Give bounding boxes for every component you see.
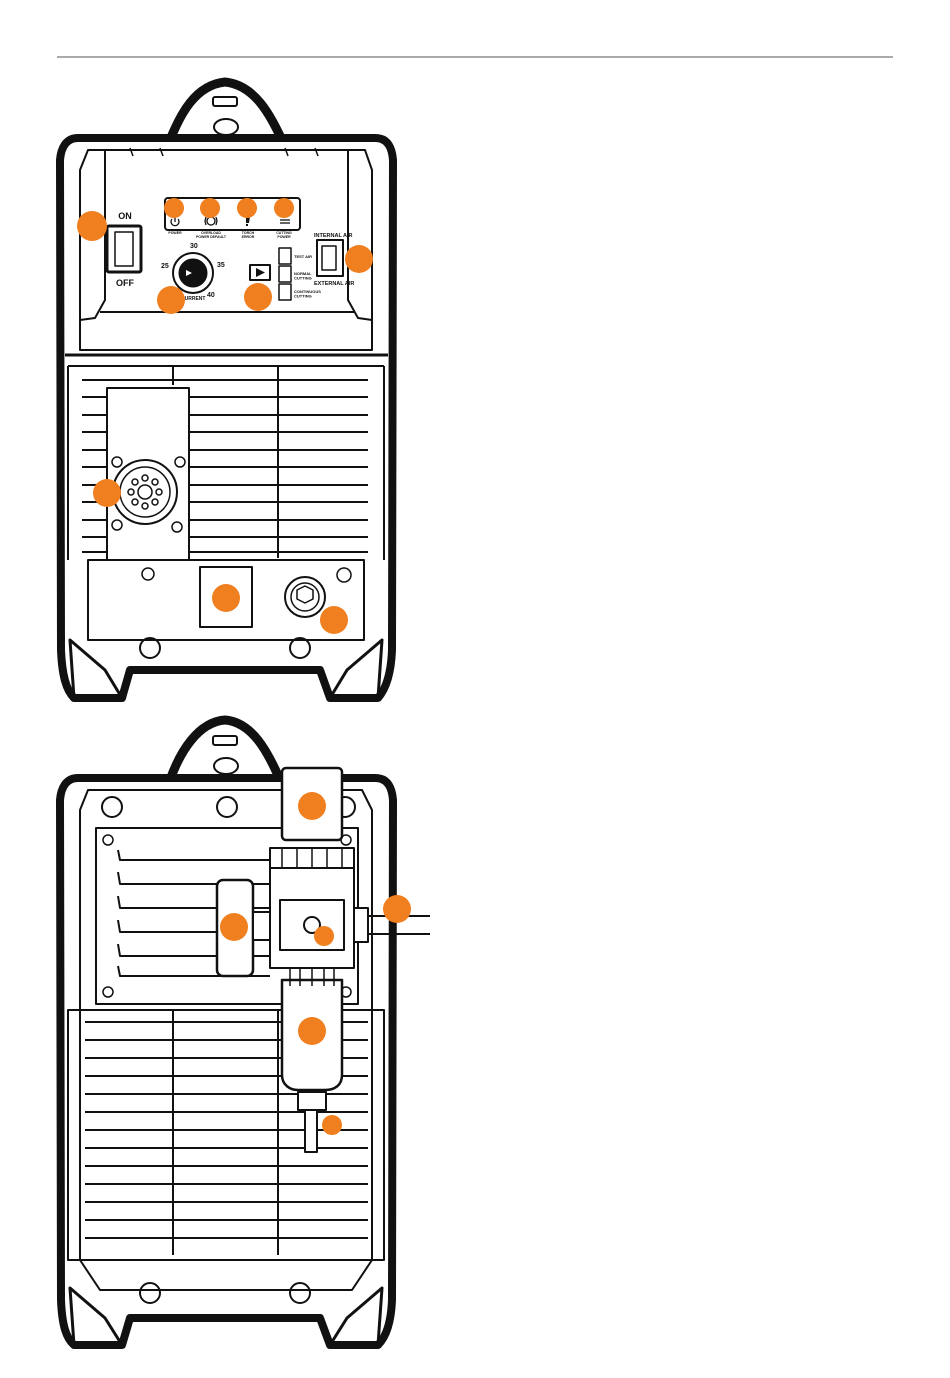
dial-tick-30: 30 xyxy=(190,243,198,250)
callout-indicator-cutting xyxy=(274,198,294,218)
switch-on-label: ON xyxy=(118,211,132,221)
mode-label-test-air: TEST AIR xyxy=(294,254,312,259)
rear-view xyxy=(60,720,430,1345)
callout-indicator-torch xyxy=(237,198,257,218)
callout-filter-bowl xyxy=(298,1017,326,1045)
switch-off-label: OFF xyxy=(116,278,134,288)
cutting-power-icon xyxy=(280,220,290,223)
callout-mode-button xyxy=(244,283,272,311)
callout-pressure-knob xyxy=(220,913,248,941)
callout-drain-valve xyxy=(322,1115,342,1135)
callout-torch-connector xyxy=(93,479,121,507)
callout-pressure-port xyxy=(314,926,334,946)
dial-tick-35: 35 xyxy=(217,262,225,269)
callout-air-switch xyxy=(345,245,373,273)
callout-power-switch xyxy=(77,211,107,241)
air-external-label: EXTERNAL AIR xyxy=(314,281,354,287)
callout-ground-socket xyxy=(212,584,240,612)
air-internal-label: INTERNAL AIR xyxy=(314,233,353,239)
dial-tick-40: 40 xyxy=(207,292,215,299)
callout-current-dial xyxy=(157,286,185,314)
callout-hose-fitting xyxy=(383,895,411,923)
indicator-label-power: POWER xyxy=(168,231,182,235)
callout-air-inlet xyxy=(320,606,348,634)
callout-indicator-power xyxy=(164,198,184,218)
dial-tick-25: 25 xyxy=(161,263,169,270)
overload-icon xyxy=(205,217,217,225)
callout-indicator-overload xyxy=(200,198,220,218)
callout-regulator-top xyxy=(298,792,326,820)
